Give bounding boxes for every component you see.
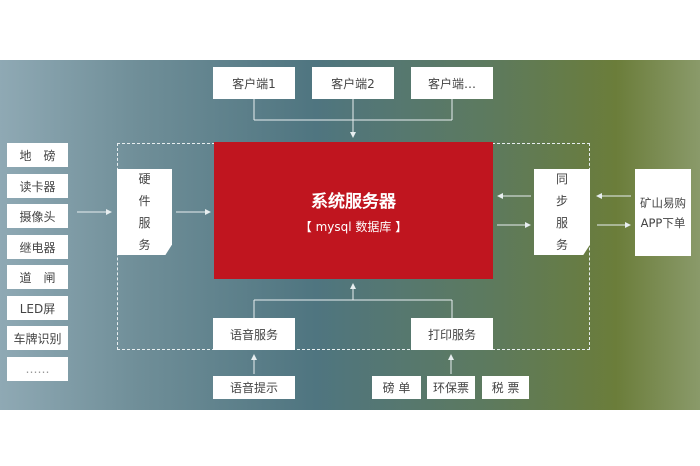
app-order-line: APP下单 — [640, 215, 686, 230]
sync-service: 同 步 服 务 — [534, 169, 590, 255]
device-card-reader: 读卡器 — [7, 174, 68, 198]
services-connector — [253, 284, 453, 318]
system-server: 系统服务器 【 mysql 数据库 】 — [214, 142, 493, 279]
device-barrier: 道 闸 — [7, 265, 68, 289]
device-scale: 地 磅 — [7, 143, 68, 167]
server-title: 系统服务器 — [311, 191, 396, 212]
client-1: 客户端1 — [213, 67, 295, 99]
print-tax-ticket: 税 票 — [482, 376, 529, 399]
server-subtitle: 【 mysql 数据库 】 — [299, 219, 408, 234]
print-weigh-slip: 磅 单 — [372, 376, 421, 399]
sync-service-char: 务 — [555, 238, 568, 252]
sync-service-char: 同 — [555, 172, 568, 186]
hardware-service: 硬 件 服 务 — [117, 169, 172, 255]
app-order: 矿山易购 APP下单 — [635, 169, 691, 256]
sync-service-char: 服 — [555, 216, 568, 230]
print-service: 打印服务 — [411, 318, 493, 350]
hardware-service-char: 硬 — [138, 172, 151, 186]
device-more: …… — [7, 357, 68, 381]
sync-service-char: 步 — [555, 194, 568, 208]
client-more: 客户端… — [411, 67, 493, 99]
clients-connector — [253, 99, 453, 137]
device-led: LED屏 — [7, 296, 68, 320]
device-relay: 继电器 — [7, 235, 68, 259]
hardware-service-char: 务 — [138, 238, 151, 252]
hardware-service-char: 件 — [138, 194, 151, 208]
print-env-ticket: 环保票 — [427, 376, 475, 399]
client-2: 客户端2 — [312, 67, 394, 99]
device-camera: 摄像头 — [7, 204, 68, 228]
device-plate-recognition: 车牌识别 — [7, 326, 68, 350]
app-order-line: 矿山易购 — [640, 195, 686, 210]
voice-service: 语音服务 — [213, 318, 295, 350]
hardware-service-char: 服 — [138, 216, 151, 230]
voice-prompt: 语音提示 — [213, 376, 295, 399]
